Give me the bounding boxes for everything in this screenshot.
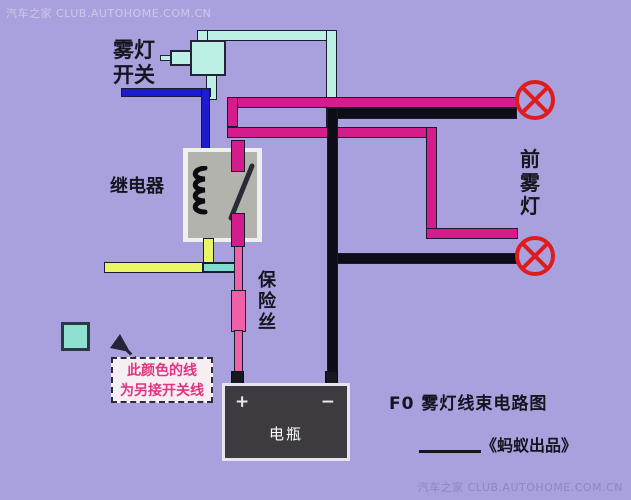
- watermark-top: 汽车之家 CLUB.AUTOHOME.COM.CN: [6, 7, 212, 20]
- note-callout: 此颜色的线 为另接开关线: [111, 357, 213, 403]
- label-switch-line2: 开关: [113, 62, 155, 87]
- diagram-title: F0 雾灯线束电路图: [389, 394, 548, 414]
- wire-magenta-upper-horizontal: [227, 97, 517, 108]
- switch-terminal-stub: [170, 50, 192, 66]
- wire-magenta-right-vertical: [426, 127, 437, 235]
- battery-negative-sign: −: [320, 392, 335, 412]
- battery-body[interactable]: + − 电瓶: [222, 383, 350, 461]
- relay-coil-icon: [192, 166, 208, 215]
- wire-pink-upper: [234, 246, 243, 296]
- wire-yellow-horizontal: [104, 262, 208, 273]
- label-relay: 继电器: [110, 176, 164, 197]
- relay-terminal-bottom-right: [231, 213, 245, 247]
- label-fuse: 保险丝: [258, 270, 276, 334]
- diagram-credit: 《蚂蚁出品》: [481, 436, 578, 455]
- relay-body[interactable]: [188, 152, 257, 238]
- label-fog-lamp: 前雾灯: [520, 147, 540, 219]
- wire-magenta-lower-horizontal: [426, 228, 518, 239]
- wire-magenta-upper-riser: [227, 97, 238, 127]
- battery-label: 电瓶: [268, 425, 303, 443]
- fog-lamp-upper-icon: [515, 80, 555, 120]
- wire-black-main-vertical: [327, 108, 338, 388]
- yellow-branch-connector: [202, 262, 236, 273]
- label-fog-light-switch: 雾灯 开关: [113, 38, 155, 88]
- fuse-body: [231, 290, 246, 332]
- relay-switch-arm-icon: [228, 163, 255, 221]
- note-line-2: 为另接开关线: [120, 382, 204, 399]
- wire-black-lower-horizontal: [337, 253, 517, 264]
- watermark-bottom: 汽车之家 CLUB.AUTOHOME.COM.CN: [417, 481, 623, 494]
- label-switch-line1: 雾灯: [113, 38, 155, 62]
- fog-light-switch-body[interactable]: [190, 40, 226, 76]
- relay-terminal-top-right: [231, 140, 245, 172]
- note-line-1: 此颜色的线: [127, 363, 197, 379]
- battery-positive-sign: +: [235, 392, 250, 412]
- fog-lamp-lower-icon: [515, 236, 555, 276]
- wire-black-upper-horizontal: [327, 108, 517, 119]
- wire-blue-horizontal: [121, 88, 211, 97]
- aux-switch-connector[interactable]: [61, 322, 90, 351]
- credit-divider: [419, 450, 481, 453]
